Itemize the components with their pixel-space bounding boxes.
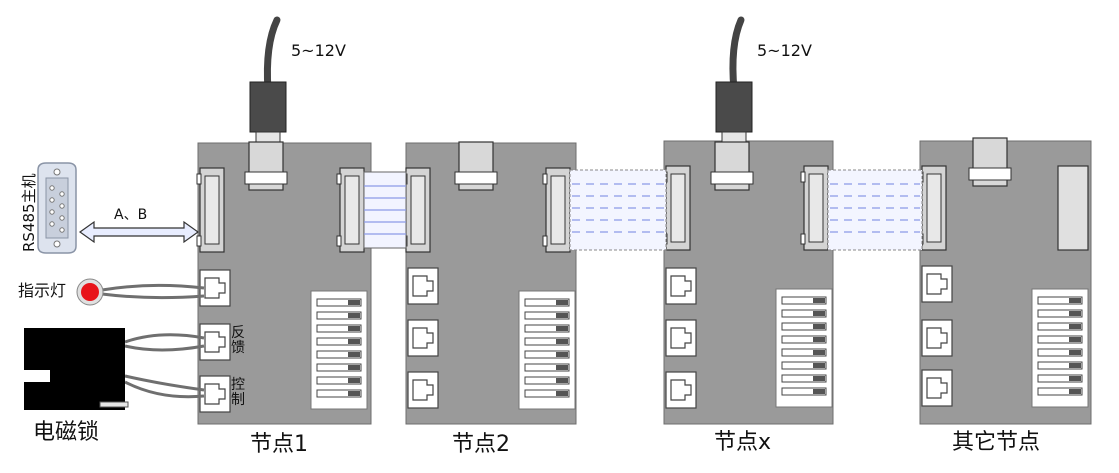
node-1-bus-header-right: [336, 167, 365, 253]
control-cable: [124, 374, 205, 392]
control-label: 控制: [231, 377, 245, 408]
power-plug-1: [249, 81, 287, 133]
node-1-feedback-port: [199, 323, 231, 361]
node-2-bus-header-right: [542, 167, 571, 253]
power-label-2: 5~12V: [757, 41, 812, 60]
node-2-port-2: [407, 319, 439, 357]
power-plug-2: [715, 81, 753, 133]
power-jack-other: [968, 137, 1012, 187]
rs485-host-label: RS485主机: [20, 173, 38, 252]
node-1-control-port: [199, 375, 231, 413]
node-2-bus-header-left: [402, 167, 431, 253]
node-2-port-3: [407, 371, 439, 409]
ribbon-cable-2-x: [569, 169, 667, 251]
power-label-1: 5~12V: [291, 41, 346, 60]
power-jack-2: [454, 141, 498, 191]
bus-double-arrow: [78, 220, 200, 244]
node-1-dip-switch: [310, 290, 368, 410]
node-1-bus-header-left: [196, 167, 225, 253]
node-x-port-2: [665, 319, 697, 357]
indicator-label: 指示灯: [18, 281, 67, 300]
power-cable-2: [729, 16, 745, 94]
node-x-port-3: [665, 371, 697, 409]
node-x-bus-header-left: [662, 165, 691, 251]
node-x-port-1: [665, 267, 697, 305]
node-x-dip-switch: [775, 288, 833, 408]
node-other-dip-switch: [1031, 288, 1089, 408]
power-jack-x: [710, 141, 754, 191]
power-jack-1: [244, 141, 288, 191]
ribbon-cable-1-2: [363, 171, 407, 249]
node-other-terminator: [1057, 165, 1089, 251]
indicator-cable: [101, 283, 205, 292]
feedback-cable: [124, 333, 205, 344]
node-2-label: 节点2: [452, 432, 510, 457]
db9-connector-icon: [37, 162, 77, 254]
feedback-label: 反馈: [231, 325, 245, 356]
node-other-port-1: [921, 265, 953, 303]
magnetic-lock-label: 电磁锁: [33, 420, 100, 445]
node-x-label: 节点x: [714, 430, 772, 455]
node-x-bus-header-right: [800, 165, 829, 251]
magnetic-lock-icon: [24, 328, 129, 410]
node-1-label: 节点1: [250, 432, 308, 457]
indicator-led: [81, 283, 99, 301]
node-other-port-2: [921, 319, 953, 357]
node-other-label: 其它节点: [952, 430, 1041, 455]
ribbon-cable-x-other: [827, 169, 923, 251]
node-other-bus-header-left: [918, 165, 947, 251]
node-other-port-3: [921, 369, 953, 407]
bus-label: A、B: [114, 207, 148, 223]
node-2-dip-switch: [518, 290, 576, 410]
node-2-port-1: [407, 267, 439, 305]
power-cable-1: [263, 16, 281, 94]
node-1-indicator-port: [199, 269, 231, 307]
